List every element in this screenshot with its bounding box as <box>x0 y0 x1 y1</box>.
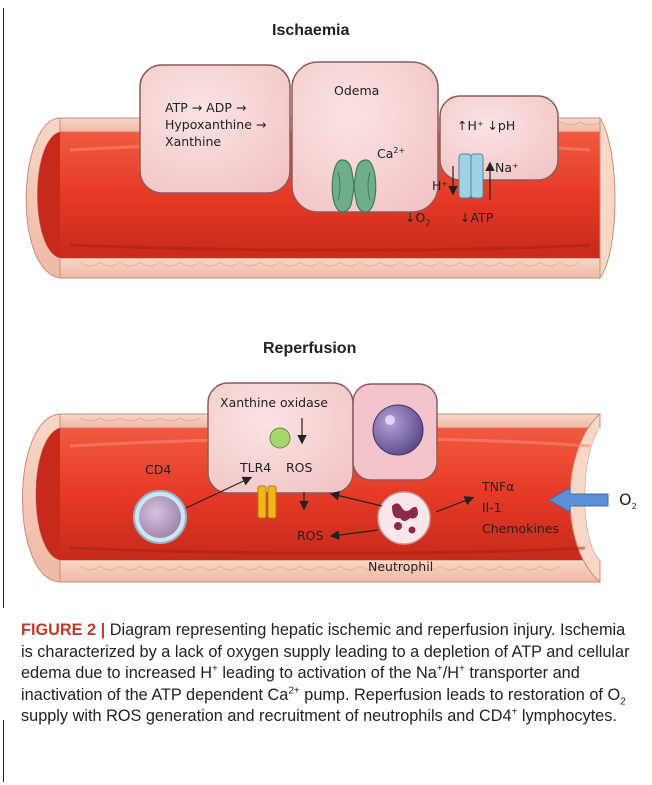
cell1-line1: ATP → ADP → <box>165 100 246 116</box>
il1-label: Il-1 <box>482 500 502 516</box>
cd4-label: CD4 <box>145 462 171 478</box>
figure-caption: FIGURE 2 | Diagram representing hepatic … <box>21 620 636 728</box>
tnf-label: TNFα <box>482 479 514 495</box>
h-ion-label: H⁺ <box>432 178 448 194</box>
oxygen-label: O2 <box>619 490 637 512</box>
calcium-label: Ca2+ <box>377 146 405 162</box>
cd4-lymphocyte-icon <box>134 491 186 543</box>
xanthine-oxidase-icon <box>270 428 290 448</box>
odema-label: Odema <box>334 83 379 99</box>
chemokines-label: Chemokines <box>482 521 559 537</box>
caption-frame-left <box>3 720 4 782</box>
ros-label: ROS <box>297 528 323 544</box>
kupffer-nucleus-icon <box>373 405 423 455</box>
low-oxygen-label: ↓O2 <box>405 210 430 229</box>
figure-label: FIGURE 2 | <box>21 621 105 639</box>
ischaemia-title: Ischaemia <box>272 22 349 40</box>
na-ion-label: Na⁺ <box>495 160 519 176</box>
ph-label: ↑H⁺ ↓pH <box>457 118 515 134</box>
reperfusion-title: Reperfusion <box>263 340 356 358</box>
tlr4-label: TLR4 <box>240 460 271 476</box>
cell1-line2: Hypoxanthine → <box>165 117 266 133</box>
ros-cell-label: ROS <box>286 460 312 476</box>
neutrophil-label: Neutrophil <box>368 559 433 575</box>
low-atp-label: ↓ATP <box>460 210 493 226</box>
xanthine-oxidase-label: Xanthine oxidase <box>220 395 328 411</box>
neutrophil-icon <box>378 492 430 544</box>
cell1-line3: Xanthine <box>165 134 221 150</box>
